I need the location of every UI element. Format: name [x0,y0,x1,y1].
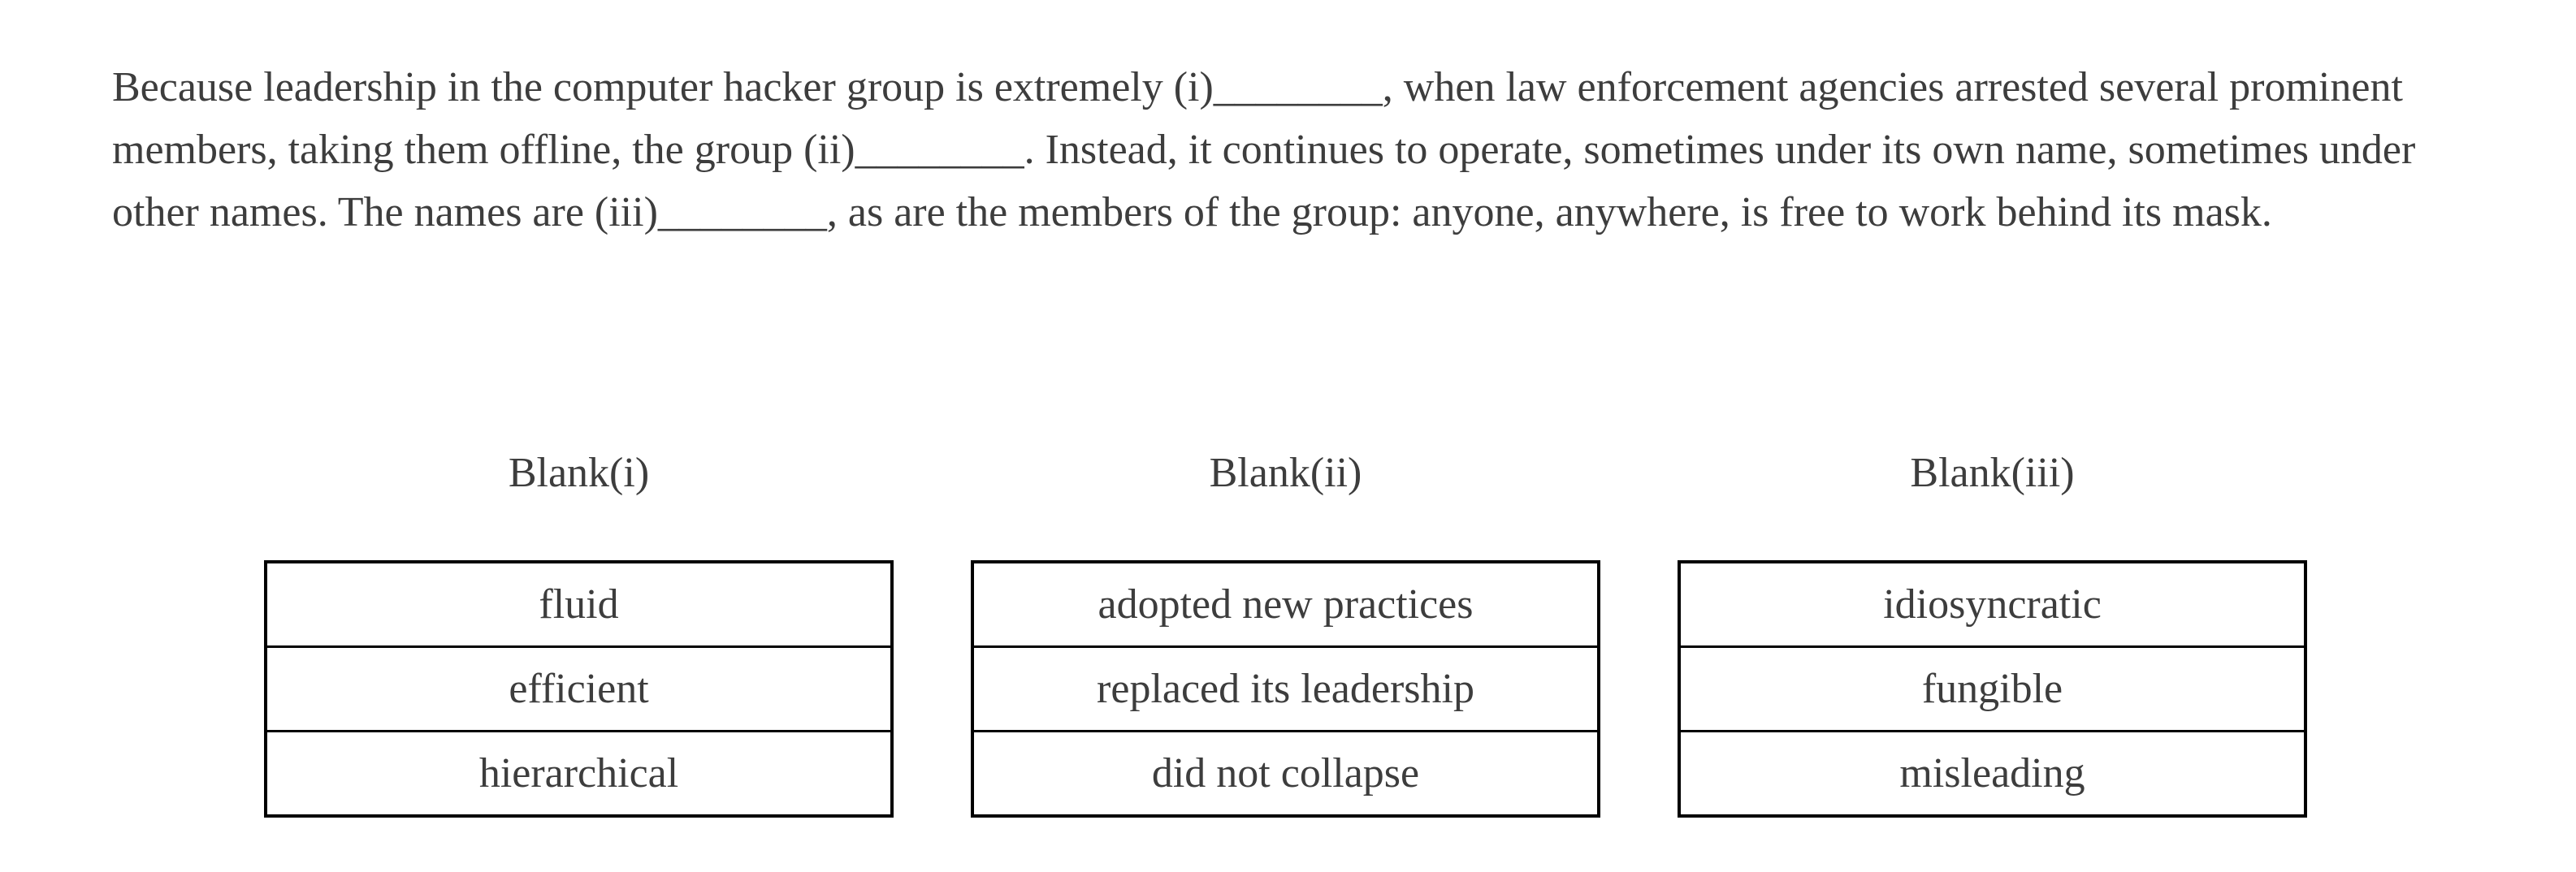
table-row: fungible [1678,645,2307,732]
blank-iii-column: Blank(iii) idiosyncratic fungible mislea… [1678,447,2307,818]
choice-blank-ii-option-3[interactable]: did not collapse [971,730,1600,818]
passage-line-1: Because leadership in the computer hacke… [112,64,2403,110]
choice-blank-iii-option-3[interactable]: misleading [1678,730,2307,818]
passage-line-2: members, taking them offline, the group … [112,127,2416,173]
choice-blank-i-option-3[interactable]: hierarchical [264,730,894,818]
table-row: replaced its leadership [971,645,1600,732]
choice-blank-iii-option-1[interactable]: idiosyncratic [1678,560,2307,648]
answer-columns: Blank(i) fluid efficient hierarchical Bl… [264,447,2307,818]
blank-i-column: Blank(i) fluid efficient hierarchical [264,447,894,818]
blank-ii-column: Blank(ii) adopted new practices replaced… [971,447,1600,818]
table-row: idiosyncratic [1678,560,2307,648]
choice-blank-i-option-2[interactable]: efficient [264,645,894,732]
blank-ii-choices: adopted new practices replaced its leade… [971,560,1600,818]
table-row: fluid [264,560,894,648]
choice-blank-i-option-1[interactable]: fluid [264,560,894,648]
table-row: hierarchical [264,730,894,818]
blank-i-choices: fluid efficient hierarchical [264,560,894,818]
choice-blank-ii-option-1[interactable]: adopted new practices [971,560,1600,648]
choice-blank-ii-option-2[interactable]: replaced its leadership [971,645,1600,732]
blank-iii-label: Blank(iii) [1910,450,2075,496]
table-row: efficient [264,645,894,732]
blank-iii-choices: idiosyncratic fungible misleading [1678,560,2307,818]
table-row: adopted new practices [971,560,1600,648]
blank-i-label: Blank(i) [508,450,650,496]
passage-line-3: other names. The names are (iii)________… [112,189,2272,235]
table-row: misleading [1678,730,2307,818]
blank-ii-label: Blank(ii) [1209,450,1362,496]
table-row: did not collapse [971,730,1600,818]
passage: Because leadership in the computer hacke… [112,56,2415,244]
choice-blank-iii-option-2[interactable]: fungible [1678,645,2307,732]
